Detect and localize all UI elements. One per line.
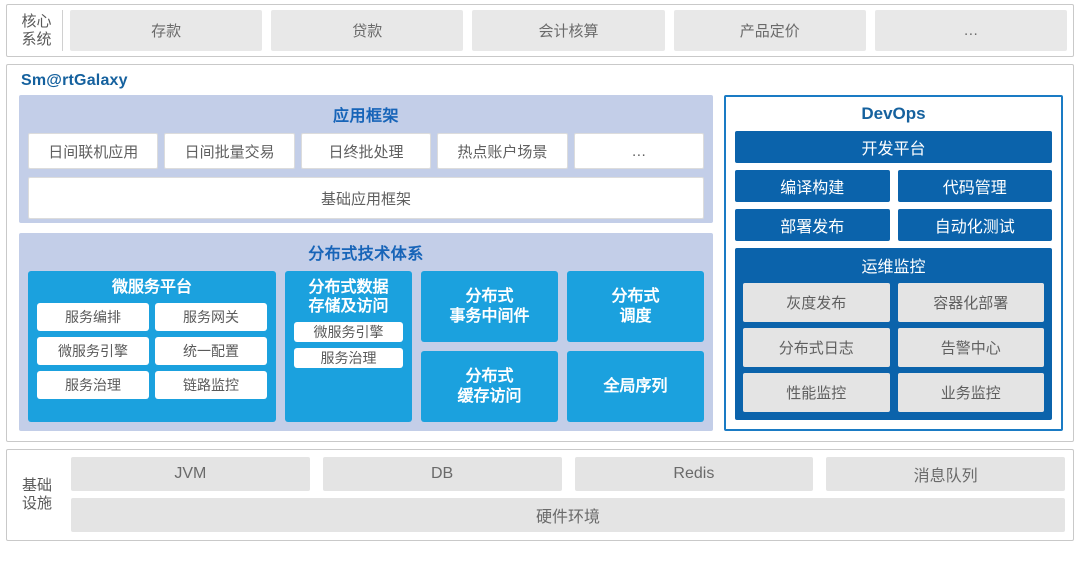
ops-monitoring-row: 灰度发布 容器化部署 [743,283,1044,322]
infrastructure-item-jvm[interactable]: JVM [71,457,310,491]
infrastructure-label-line1: 基础 [21,477,52,495]
infrastructure-label-line2: 设施 [21,494,52,512]
microservice-item[interactable]: 服务编排 [37,302,149,331]
devops-platform-bar[interactable]: 开发平台 [735,131,1052,163]
devops-item-deploy[interactable]: 部署发布 [735,209,890,241]
devops-item-automated-test[interactable]: 自动化测试 [897,209,1052,241]
core-system-item-more[interactable]: … [874,10,1068,51]
app-framework-item[interactable]: 日间批量交易 [164,133,295,169]
distributed-data-store-items: 微服务引擎 服务治理 [285,321,412,377]
smartgalaxy-title: Sm@rtGalaxy [21,72,128,89]
infrastructure-item-redis[interactable]: Redis [574,457,814,491]
distributed-tech-group: 分布式技术体系 微服务平台 服务编排 服务网关 微服务引 [19,233,713,431]
core-systems-label: 核心 系统 [11,10,63,51]
ops-monitoring-title: 运维监控 [861,259,926,276]
microservice-row: 服务编排 服务网关 [37,302,267,331]
ops-monitoring-row: 分布式日志 告警中心 [743,328,1044,367]
ops-item-container-deploy[interactable]: 容器化部署 [897,283,1044,322]
tile-line1: 分布式 [465,367,514,385]
data-store-item[interactable]: 微服务引擎 [294,321,403,342]
application-framework-title: 应用框架 [332,108,399,125]
app-framework-item[interactable]: 日间联机应用 [28,133,159,169]
ops-item-gray-release[interactable]: 灰度发布 [743,283,890,322]
microservice-item[interactable]: 服务治理 [37,370,149,399]
distributed-data-store-title-line1: 分布式数据 [308,279,389,296]
infrastructure-hardware-row: 硬件环境 [71,498,1065,532]
microservice-platform-card[interactable]: 微服务平台 服务编排 服务网关 微服务引擎 统一配置 [28,271,276,422]
infrastructure-content: JVM DB Redis 消息队列 硬件环境 [71,457,1065,532]
devops-panel: DevOps 开发平台 编译构建 代码管理 部署发布 自动化测试 运维监控 [724,95,1063,431]
app-framework-item-more[interactable]: … [573,133,705,169]
distributed-tech-grid: 微服务平台 服务编排 服务网关 微服务引擎 统一配置 [28,271,704,422]
distributed-data-store-title-line2: 存储及访问 [308,297,389,315]
distributed-tile-column-2: 分布式 调度 全局序列 [567,271,704,422]
distributed-tech-title: 分布式技术体系 [308,246,424,263]
core-system-item[interactable]: 贷款 [271,10,464,51]
devops-row: 部署发布 自动化测试 [735,209,1052,241]
infrastructure-items-row: JVM DB Redis 消息队列 [71,457,1065,491]
microservice-platform-title: 微服务平台 [111,279,192,296]
ops-monitoring-group: 运维监控 灰度发布 容器化部署 分布式日志 告警中心 性能监控 [735,248,1052,420]
microservice-item[interactable]: 统一配置 [155,336,267,365]
microservice-item[interactable]: 链路监控 [155,370,267,399]
tile-line2: 缓存访问 [457,387,522,405]
ops-item-distributed-log[interactable]: 分布式日志 [743,328,890,367]
tile-line2: 调度 [619,307,652,325]
distributed-transaction-middleware-tile[interactable]: 分布式 事务中间件 [421,271,558,342]
core-systems-items: 存款 贷款 会计核算 产品定价 … [70,10,1068,51]
devops-item-code-management[interactable]: 代码管理 [897,170,1052,202]
microservice-platform-items: 服务编排 服务网关 微服务引擎 统一配置 服务治理 链路监控 [28,302,276,408]
smartgalaxy-panel: Sm@rtGalaxy 应用框架 日间联机应用 日间批量交易 日终批处理 热点账… [6,64,1074,442]
application-framework-group: 应用框架 日间联机应用 日间批量交易 日终批处理 热点账户场景 … 基础应用框架 [19,95,713,223]
core-systems-label-line2: 系统 [21,30,52,48]
global-sequence-tile[interactable]: 全局序列 [567,351,704,422]
core-system-item[interactable]: 会计核算 [472,10,665,51]
distributed-scheduling-tile[interactable]: 分布式 调度 [567,271,704,342]
core-system-item[interactable]: 存款 [70,10,263,51]
app-framework-item[interactable]: 热点账户场景 [437,133,568,169]
devops-item-build[interactable]: 编译构建 [735,170,890,202]
core-systems-label-line1: 核心 [21,13,52,31]
infrastructure-hardware-bar[interactable]: 硬件环境 [71,498,1065,532]
core-systems-panel: 核心 系统 存款 贷款 会计核算 产品定价 … [6,4,1074,57]
smartgalaxy-body: 应用框架 日间联机应用 日间批量交易 日终批处理 热点账户场景 … 基础应用框架… [19,95,1063,431]
ops-item-alert-center[interactable]: 告警中心 [897,328,1044,367]
ops-monitoring-grid: 灰度发布 容器化部署 分布式日志 告警中心 性能监控 业务监控 [743,283,1044,412]
tile-line1: 分布式 [611,287,660,305]
distributed-tile-column-1: 分布式 事务中间件 分布式 缓存访问 [421,271,558,422]
distributed-data-store-card[interactable]: 分布式数据 存储及访问 微服务引擎 服务治理 [285,271,412,422]
devops-row: 编译构建 代码管理 [735,170,1052,202]
ops-item-performance-monitor[interactable]: 性能监控 [743,373,890,412]
infrastructure-label: 基础 设施 [11,457,63,532]
microservice-item[interactable]: 服务网关 [155,302,267,331]
microservice-row: 微服务引擎 统一配置 [37,336,267,365]
distributed-cache-access-tile[interactable]: 分布式 缓存访问 [421,351,558,422]
application-framework-items: 日间联机应用 日间批量交易 日终批处理 热点账户场景 … [28,133,705,169]
infrastructure-panel: 基础 设施 JVM DB Redis 消息队列 硬件环境 [6,449,1074,541]
ops-item-business-monitor[interactable]: 业务监控 [897,373,1044,412]
microservice-item[interactable]: 微服务引擎 [37,336,149,365]
devops-title: DevOps [861,104,926,123]
tile-line1: 全局序列 [603,377,668,395]
microservice-row: 服务治理 链路监控 [37,370,267,399]
galaxy-left-column: 应用框架 日间联机应用 日间批量交易 日终批处理 热点账户场景 … 基础应用框架… [19,95,713,431]
galaxy-right-column: DevOps 开发平台 编译构建 代码管理 部署发布 自动化测试 运维监控 [724,95,1063,431]
ops-monitoring-row: 性能监控 业务监控 [743,373,1044,412]
infrastructure-item-db[interactable]: DB [322,457,562,491]
tile-line2: 事务中间件 [449,307,530,325]
app-framework-item[interactable]: 日终批处理 [300,133,432,169]
tile-line1: 分布式 [465,287,514,305]
base-application-framework-bar[interactable]: 基础应用框架 [28,177,704,219]
data-store-item[interactable]: 服务治理 [294,347,403,368]
distributed-data-store-title: 分布式数据 存储及访问 [285,271,412,322]
infrastructure-item-message-queue[interactable]: 消息队列 [826,457,1065,491]
core-system-item[interactable]: 产品定价 [673,10,866,51]
